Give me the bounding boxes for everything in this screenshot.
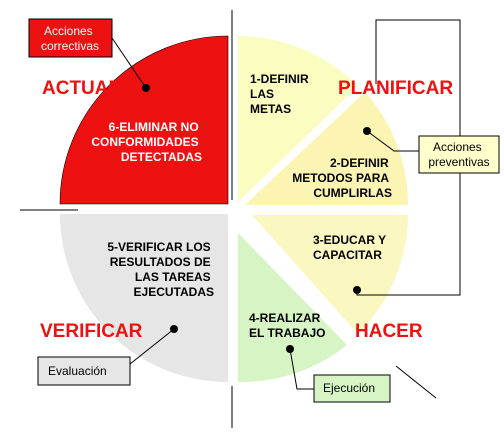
dot-feedback-loop bbox=[353, 286, 361, 294]
dot-preventivas bbox=[363, 127, 371, 135]
planificar-top-segment bbox=[238, 36, 358, 202]
step-2-line-2: METODOS PARA bbox=[292, 171, 389, 185]
step-2-label: 2-DEFINIR METODOS PARA CUMPLIRLAS bbox=[292, 156, 392, 200]
callout-correctivas-text: Acciones correctivas bbox=[41, 24, 99, 53]
step-6-line-1: 6-ELIMINAR NO bbox=[109, 120, 199, 134]
planificar-mid-segment bbox=[245, 92, 408, 205]
hacer-bottom-segment bbox=[238, 233, 347, 383]
callout-correctivas-line-2: correctivas bbox=[41, 39, 99, 53]
hacer-title: HACER bbox=[355, 321, 423, 342]
planificar-title: PLANIFICAR bbox=[338, 78, 453, 99]
actuar-title: ACTUAR bbox=[42, 78, 122, 99]
step-5-line-3: LAS TAREAS bbox=[135, 270, 211, 284]
step-5-line-2: RESULTADOS DE bbox=[110, 255, 211, 269]
callout-correctivas-line-1: Acciones bbox=[44, 24, 93, 38]
actuar-segment bbox=[59, 35, 229, 205]
step-4-line-2: EL TRABAJO bbox=[249, 326, 325, 340]
step-4-line-1: 4-REALIZAR bbox=[249, 311, 321, 325]
callout-preventivas-text: Acciones preventivas bbox=[428, 140, 489, 169]
callout-ejecucion-box bbox=[313, 374, 391, 403]
diagonal-axis-bottom-right bbox=[395, 365, 437, 399]
step-6-line-2: CONFORMIDADES bbox=[91, 135, 198, 149]
step-1-line-3: METAS bbox=[250, 102, 291, 116]
connector-preventivas bbox=[366, 130, 419, 152]
step-2-line-1: 2-DEFINIR bbox=[330, 156, 389, 170]
callout-evaluacion-text: Evaluación bbox=[48, 364, 107, 378]
step-1-line-2: LAS bbox=[250, 87, 274, 101]
step-5-label: 5-VERIFICAR LOS RESULTADOS DE LAS TAREAS… bbox=[107, 240, 214, 299]
dot-evaluacion bbox=[170, 325, 178, 333]
step-4-label: 4-REALIZAR EL TRABAJO bbox=[249, 311, 325, 340]
hacer-top-segment bbox=[252, 215, 408, 334]
step-5-line-1: 5-VERIFICAR LOS bbox=[107, 240, 210, 254]
dot-ejecucion bbox=[286, 345, 294, 353]
step-2-line-3: CUMPLIRLAS bbox=[313, 186, 392, 200]
callout-preventivas-line-2: preventivas bbox=[428, 155, 489, 169]
dot-correctivas bbox=[142, 84, 150, 92]
step-3-line-2: CAPACITAR bbox=[313, 248, 382, 262]
step-5-line-4: EJECUTADAS bbox=[134, 285, 214, 299]
step-1-line-1: 1-DEFINIR bbox=[250, 72, 309, 86]
connector-ejecucion bbox=[289, 348, 314, 390]
callout-ejecucion-text: Ejecución bbox=[323, 381, 375, 395]
step-1-label: 1-DEFINIR LAS METAS bbox=[250, 72, 312, 116]
connector-correctivas bbox=[111, 37, 147, 89]
step-3-label: 3-EDUCAR Y CAPACITAR bbox=[313, 233, 389, 262]
verificar-segment bbox=[60, 214, 228, 382]
step-6-label: 6-ELIMINAR NO CONFORMIDADES DETECTADAS bbox=[91, 120, 202, 164]
connector-evaluacion bbox=[129, 328, 175, 365]
step-6-line-3: DETECTADAS bbox=[121, 150, 202, 164]
callout-correctivas-box bbox=[28, 18, 113, 58]
verificar-title: VERIFICAR bbox=[40, 321, 143, 342]
callout-evaluacion-box bbox=[37, 356, 131, 386]
step-3-line-1: 3-EDUCAR Y bbox=[313, 233, 386, 247]
callout-preventivas-box bbox=[418, 135, 500, 174]
callout-preventivas-line-1: Acciones bbox=[433, 140, 482, 154]
